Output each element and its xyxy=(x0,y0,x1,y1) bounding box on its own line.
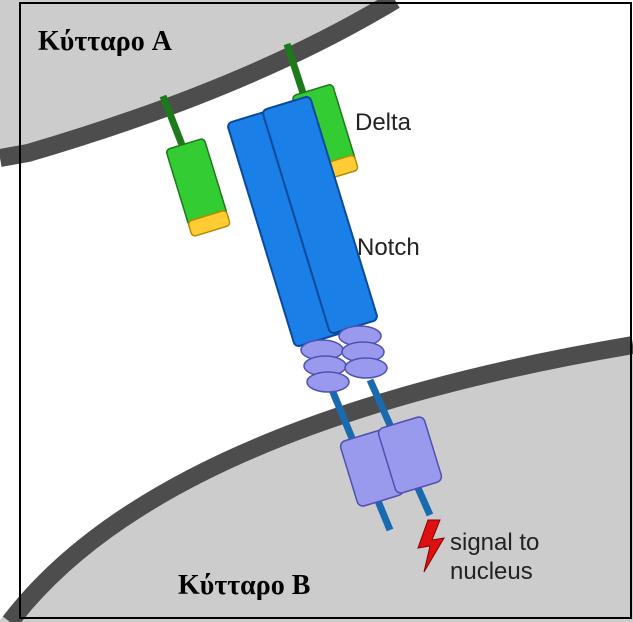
notch-repeats-right xyxy=(339,326,387,378)
cell-a-label: Κύτταρο A xyxy=(38,26,173,57)
notch-repeat xyxy=(345,358,387,378)
signal-label-line2: nucleus xyxy=(450,558,533,585)
notch-label: Notch xyxy=(357,234,420,261)
signal-label-line1: signal to xyxy=(450,529,539,556)
delta-label: Delta xyxy=(355,109,412,136)
cell-b-label: Κύτταρο B xyxy=(178,570,310,601)
delta-ligand-left xyxy=(163,96,231,237)
notch-repeats-left xyxy=(301,340,349,392)
notch-repeat xyxy=(307,372,349,392)
